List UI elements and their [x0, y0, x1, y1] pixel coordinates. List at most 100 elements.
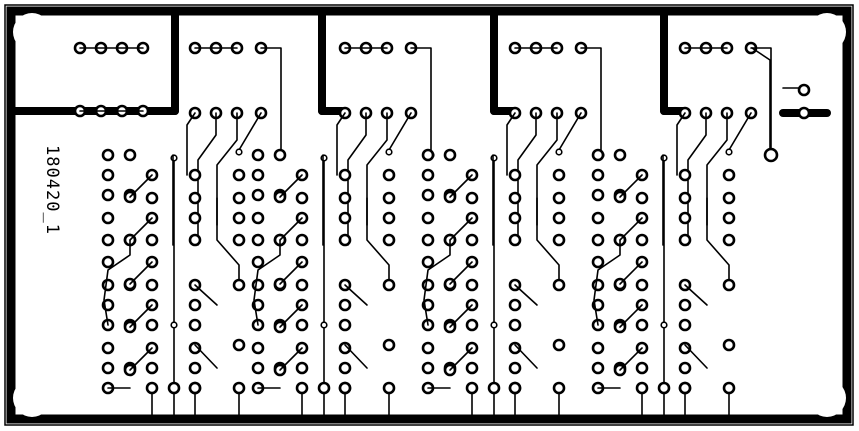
solder-pad	[295, 191, 309, 205]
copper-trace	[129, 347, 153, 371]
copper-trace	[279, 304, 303, 328]
solder-pad	[678, 318, 692, 332]
solder-pad	[145, 361, 159, 375]
solder-pad	[797, 83, 811, 97]
solder-pad	[101, 148, 115, 162]
solder-pad	[251, 148, 265, 162]
solder-pad	[443, 148, 457, 162]
copper-trace	[619, 347, 643, 371]
solder-pad	[338, 298, 352, 312]
solder-pad	[101, 233, 115, 247]
solder-pad	[722, 168, 736, 182]
solder-pad	[273, 148, 287, 162]
solder-pad	[678, 361, 692, 375]
solder-pad	[232, 168, 246, 182]
copper-trace	[129, 304, 153, 328]
solder-pad	[232, 233, 246, 247]
copper-trace	[684, 344, 708, 369]
solder-pad	[591, 255, 605, 269]
copper-trace	[619, 174, 643, 198]
solder-pad	[552, 211, 566, 225]
solder-pad	[465, 318, 479, 332]
via-pad	[385, 148, 393, 156]
solder-pad	[382, 278, 396, 292]
solder-pad	[678, 298, 692, 312]
solder-pad	[421, 341, 435, 355]
solder-pad	[338, 381, 352, 395]
solder-pad	[508, 211, 522, 225]
solder-pad	[382, 191, 396, 205]
solder-pad	[635, 361, 649, 375]
solder-pad	[722, 381, 736, 395]
solder-pad	[591, 168, 605, 182]
via-pad	[725, 148, 733, 156]
solder-pad	[613, 148, 627, 162]
copper-trace	[410, 47, 432, 156]
solder-pad	[678, 191, 692, 205]
solder-pad	[101, 278, 115, 292]
solder-pad	[635, 191, 649, 205]
copper-trace	[344, 284, 368, 306]
solder-pad	[295, 361, 309, 375]
solder-pad	[251, 361, 265, 375]
solder-pad	[295, 233, 309, 247]
solder-pad	[382, 338, 396, 352]
copper-trace	[536, 197, 560, 281]
board-label: 180420_1	[42, 145, 62, 235]
solder-pad	[591, 211, 605, 225]
solder-pad	[678, 341, 692, 355]
solder-pad	[722, 338, 736, 352]
via-pad	[235, 148, 243, 156]
solder-pad	[508, 233, 522, 247]
solder-pad	[552, 338, 566, 352]
copper-trace	[449, 174, 473, 198]
solder-pad	[552, 233, 566, 247]
copper-trace	[449, 217, 473, 241]
solder-pad	[421, 148, 435, 162]
solder-pad	[101, 211, 115, 225]
copper-trace	[238, 112, 262, 151]
via-pad	[170, 321, 178, 329]
solder-pad	[338, 191, 352, 205]
copper-trace	[279, 217, 303, 241]
copper-trace	[366, 112, 388, 226]
mounting-hole	[808, 13, 846, 51]
copper-trace	[751, 47, 771, 156]
solder-pad	[167, 381, 181, 395]
solder-pad	[421, 278, 435, 292]
solder-pad	[295, 318, 309, 332]
solder-pad	[188, 168, 202, 182]
solder-pad	[722, 211, 736, 225]
solder-pad	[722, 191, 736, 205]
solder-pad	[465, 233, 479, 247]
solder-pad	[763, 147, 779, 163]
copper-trace	[593, 239, 621, 326]
solder-pad	[338, 318, 352, 332]
solder-pad	[508, 381, 522, 395]
solder-pad	[552, 381, 566, 395]
solder-pad	[188, 318, 202, 332]
solder-pad	[145, 191, 159, 205]
solder-pad	[382, 168, 396, 182]
solder-pad	[382, 211, 396, 225]
solder-pad	[101, 361, 115, 375]
copper-trace	[279, 261, 303, 285]
copper-trace	[279, 347, 303, 371]
solder-pad	[508, 361, 522, 375]
copper-trace	[423, 239, 451, 326]
solder-pad	[145, 318, 159, 332]
solder-pad	[552, 191, 566, 205]
solder-pad	[508, 191, 522, 205]
solder-pad	[722, 278, 736, 292]
solder-pad	[678, 233, 692, 247]
solder-pad	[101, 255, 115, 269]
copper-trace	[706, 112, 728, 226]
solder-pad	[188, 191, 202, 205]
solder-pad	[591, 148, 605, 162]
via-pad	[555, 148, 563, 156]
solder-pad	[232, 191, 246, 205]
solder-pad	[188, 361, 202, 375]
solder-pad	[421, 211, 435, 225]
solder-pad	[552, 278, 566, 292]
copper-trace	[186, 112, 196, 176]
